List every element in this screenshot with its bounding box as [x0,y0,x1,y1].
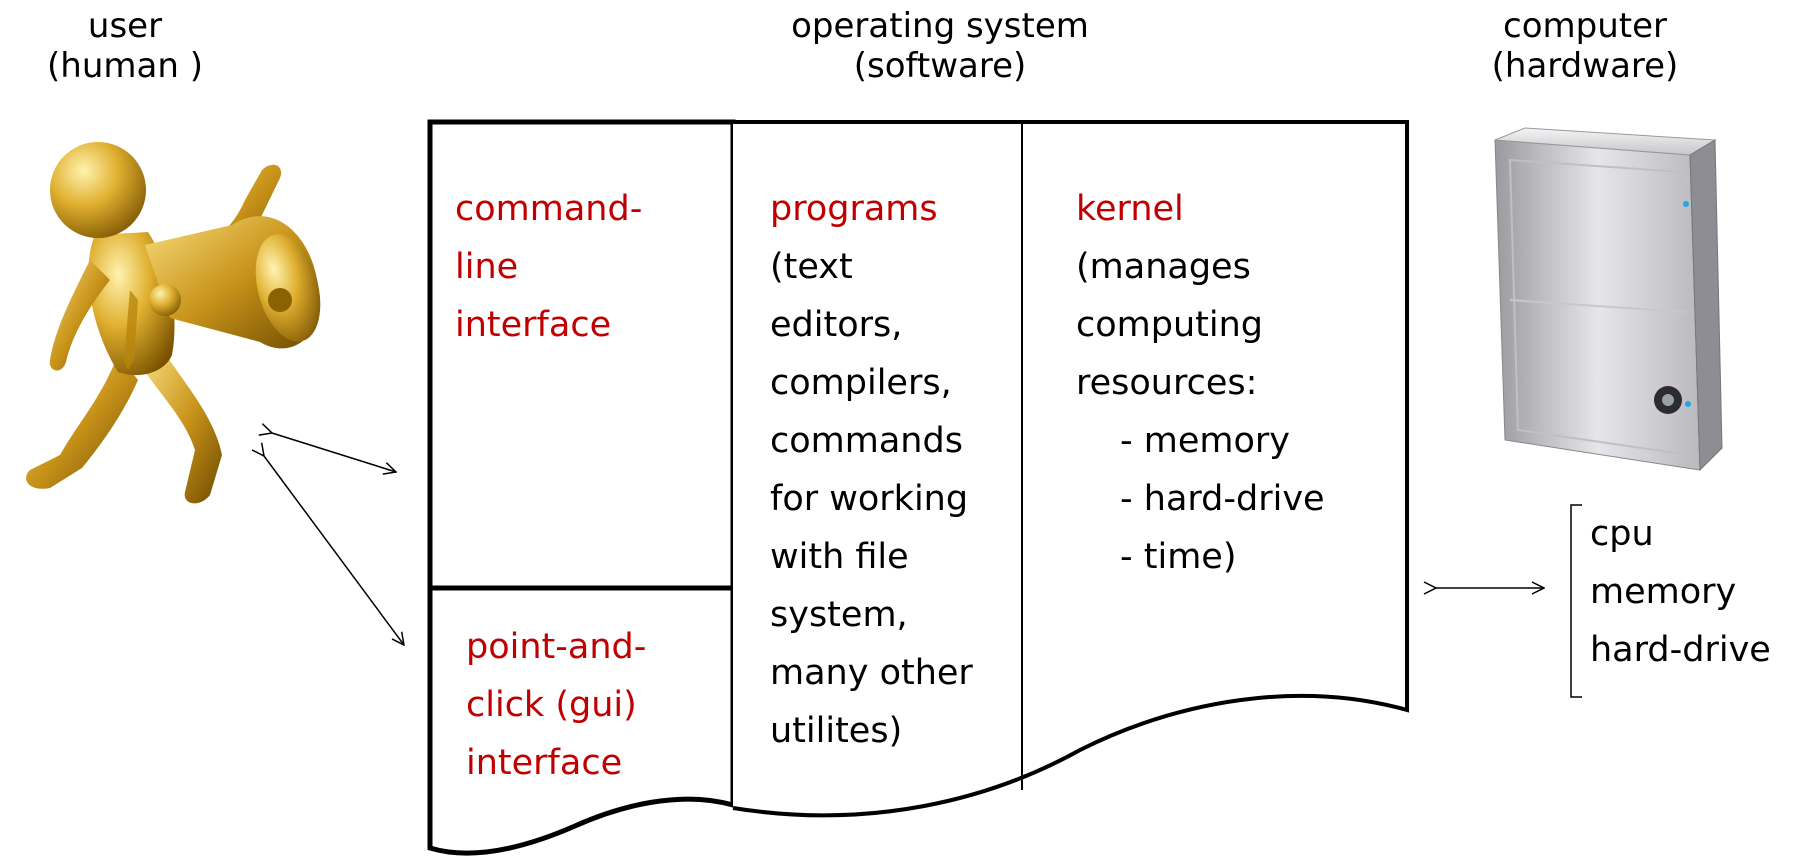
programs-line: system, [770,595,908,635]
computer-header-subtitle: (hardware) [1491,46,1679,86]
gui-label: point-and- click (gui) interface [466,618,646,792]
programs-line: for working [770,479,969,519]
kernel-line: (manages [1076,247,1251,287]
programs-line: compilers, [770,363,952,403]
programs-line: editors, [770,305,903,345]
cli-gui-block [427,119,736,856]
arrow-user-cli [272,433,396,472]
computer-tower-icon [1494,127,1723,472]
programs-title: programs [770,189,938,229]
cli-label-line: command- [455,189,643,229]
programs-line: with file [770,537,909,577]
arrow-user-gui [264,456,404,645]
os-header-subtitle: (software) [853,46,1027,86]
user-header: user (human ) [20,6,230,86]
programs-line: commands [770,421,963,461]
kernel-line: resources: [1076,363,1258,403]
hardware-bracket [1570,504,1582,698]
programs-line: utilites) [770,711,903,751]
programs-kernel-block [732,120,1409,818]
kernel-section: kernel (manages computing resources: - m… [1076,180,1325,586]
programs-line: many other [770,653,973,693]
os-header-title: operating system [791,6,1089,46]
kernel-line: - time) [1120,537,1237,577]
hardware-item: hard-drive [1590,630,1771,670]
user-header-title: user [87,6,163,46]
kernel-title: kernel [1076,189,1184,229]
gui-label-line: interface [466,743,623,783]
hardware-list: cpu memory hard-drive [1590,505,1771,679]
programs-section: programs (text editors, compilers, comma… [770,180,973,760]
computer-header: computer (hardware) [1460,6,1710,86]
gui-label-line: point-and- [466,627,647,667]
cli-label-line: line [455,247,519,287]
programs-line: (text [770,247,853,287]
cli-label-line: interface [455,305,612,345]
computer-header-title: computer [1503,6,1667,46]
kernel-line: - hard-drive [1120,479,1325,519]
hardware-item: memory [1590,572,1737,612]
os-header: operating system (software) [730,6,1150,86]
gui-label-line: click (gui) [466,685,637,725]
kernel-line: computing [1076,305,1263,345]
gold-figure-megaphone-icon [26,142,321,504]
cli-label: command- line interface [455,180,642,354]
kernel-line: - memory [1120,421,1290,461]
user-header-subtitle: (human ) [47,46,203,86]
hardware-item: cpu [1590,514,1654,554]
